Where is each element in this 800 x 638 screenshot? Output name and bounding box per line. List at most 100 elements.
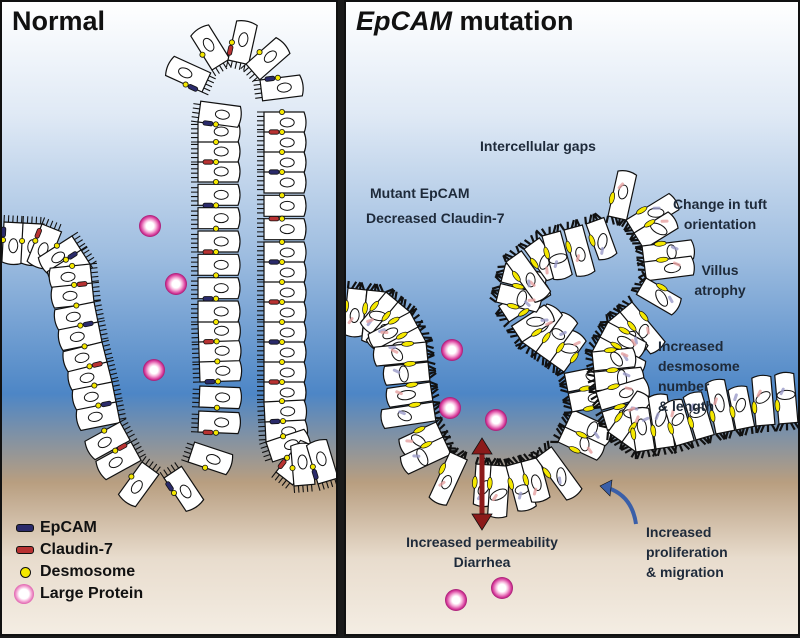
panel-mutation: EpCAM mutation Intercellular gaps Mutant… xyxy=(344,0,800,636)
desmosome-dot xyxy=(19,237,26,244)
desmosome-dot xyxy=(212,318,219,325)
normal-epithelium-drawing xyxy=(2,20,336,512)
label-desmo-line4: & length xyxy=(658,398,714,414)
label-mutant-epcam: Mutant EpCAM xyxy=(370,185,470,201)
cell-nucleus xyxy=(214,325,230,336)
cell-nucleus xyxy=(735,397,747,413)
label-tuft-line1: Change in tuft xyxy=(672,196,768,212)
claudin-faint-marker xyxy=(586,446,593,454)
desmosome-dot xyxy=(278,168,285,175)
desmosome-elongated xyxy=(667,422,674,435)
legend-item-claudin: Claudin-7 xyxy=(16,539,143,561)
cell-nucleus xyxy=(213,283,229,294)
claudin-faint-marker xyxy=(630,338,637,347)
normal-villus-layer xyxy=(164,20,336,494)
label-prolif-line1: Increased xyxy=(646,524,712,540)
claudin-faint-marker xyxy=(529,280,536,287)
cell-nucleus xyxy=(213,236,229,247)
claudin-faint-marker xyxy=(660,219,669,223)
desmosome-dot xyxy=(228,39,235,46)
cell-nucleus xyxy=(316,451,327,467)
cell-nucleus xyxy=(297,454,308,470)
cell-nucleus xyxy=(279,137,295,148)
cell-nucleus xyxy=(671,413,685,426)
desmosome-elongated xyxy=(541,332,551,344)
desmosome-dot xyxy=(81,343,88,350)
cell-nucleus xyxy=(279,307,295,318)
mutant-epcam-marker xyxy=(517,491,523,500)
cell-nucleus xyxy=(206,454,221,465)
cell-nucleus xyxy=(214,417,230,428)
cell-nucleus xyxy=(280,406,296,417)
panel-title-mutation: EpCAM mutation xyxy=(356,6,574,37)
mutant-epcam-marker xyxy=(670,245,679,251)
desmosome-dot xyxy=(182,81,189,88)
cell-nucleus xyxy=(130,480,143,494)
cell-nucleus xyxy=(279,247,295,258)
desmosome-dot xyxy=(69,262,76,269)
desmosome-dot xyxy=(86,363,93,370)
claudin-faint-marker xyxy=(438,480,446,487)
claudin-faint-marker xyxy=(545,266,549,275)
desmosome-dot xyxy=(212,158,219,165)
claudin-faint-marker xyxy=(573,340,581,346)
epcam-marker xyxy=(202,296,214,302)
desmosome-dot xyxy=(309,463,316,470)
migration-arrow-head xyxy=(599,479,613,497)
legend-label-desmosome: Desmosome xyxy=(40,563,136,580)
legend-item-desmosome: Desmosome xyxy=(16,561,143,583)
desmosome-elongated xyxy=(522,473,529,486)
mutant-crypt-layer-left xyxy=(346,280,614,519)
mutant-epcam-marker xyxy=(779,387,785,396)
desmosome-dot xyxy=(278,238,285,245)
cell-nucleus xyxy=(69,331,85,342)
desmosome-elongated xyxy=(653,240,667,247)
cell-nucleus xyxy=(663,262,681,274)
claudin-marker xyxy=(268,216,280,222)
epcam-marker xyxy=(202,120,214,127)
cell-nucleus xyxy=(551,328,566,341)
cell-nucleus xyxy=(213,126,229,137)
cell-nucleus xyxy=(689,407,706,419)
legend-item-protein: Large Protein xyxy=(14,583,143,605)
desmosome-elongated xyxy=(543,246,550,260)
desmosome-dot xyxy=(278,148,285,155)
claudin-marker xyxy=(268,129,280,135)
mutant-epcam-marker xyxy=(593,431,600,439)
desmosome-dot xyxy=(274,74,281,81)
claudin-faint-marker xyxy=(624,386,633,391)
mutant-epcam-marker xyxy=(733,393,738,402)
cell-nucleus xyxy=(178,67,193,79)
desmosome-elongated xyxy=(511,283,525,290)
desmosome-elongated xyxy=(486,477,493,490)
cell-nucleus xyxy=(65,311,81,322)
desmosome-elongated xyxy=(650,424,657,438)
cell-nucleus xyxy=(215,392,231,403)
desmosome-elongated xyxy=(555,342,565,354)
desmosome-elongated xyxy=(507,477,514,490)
desmosome-dot xyxy=(199,51,206,58)
claudin-marker xyxy=(91,361,103,368)
desmosome-dot xyxy=(128,473,135,480)
epcam-marker xyxy=(2,226,7,238)
desmosome-dot xyxy=(278,258,285,265)
label-desmo-line3: number xyxy=(658,378,710,394)
desmosome-dot xyxy=(279,418,286,425)
claudin-faint-marker xyxy=(390,348,399,354)
claudin-faint-marker xyxy=(756,389,762,398)
label-villus-atrophy: Villus atrophy xyxy=(680,260,760,300)
desmosome-dot xyxy=(278,192,285,199)
desmosome-elongated xyxy=(656,283,668,292)
legend-label-epcam: EpCAM xyxy=(40,519,97,536)
label-desmo-line2: desmosome xyxy=(658,358,740,374)
mutant-epcam-marker xyxy=(527,279,531,288)
mutant-epcam-marker xyxy=(690,403,695,412)
cell-nucleus xyxy=(202,37,215,52)
claudin-faint-marker xyxy=(347,317,354,325)
claudin-marker xyxy=(34,228,42,239)
panel-normal: Normal EpCAM Claudin-7 Desmosome Large P… xyxy=(0,0,338,636)
desmosome-elongated xyxy=(511,270,521,282)
desmosome-elongated xyxy=(630,427,637,441)
desmosome-dot xyxy=(2,236,7,243)
cell-nucleus xyxy=(213,189,229,200)
